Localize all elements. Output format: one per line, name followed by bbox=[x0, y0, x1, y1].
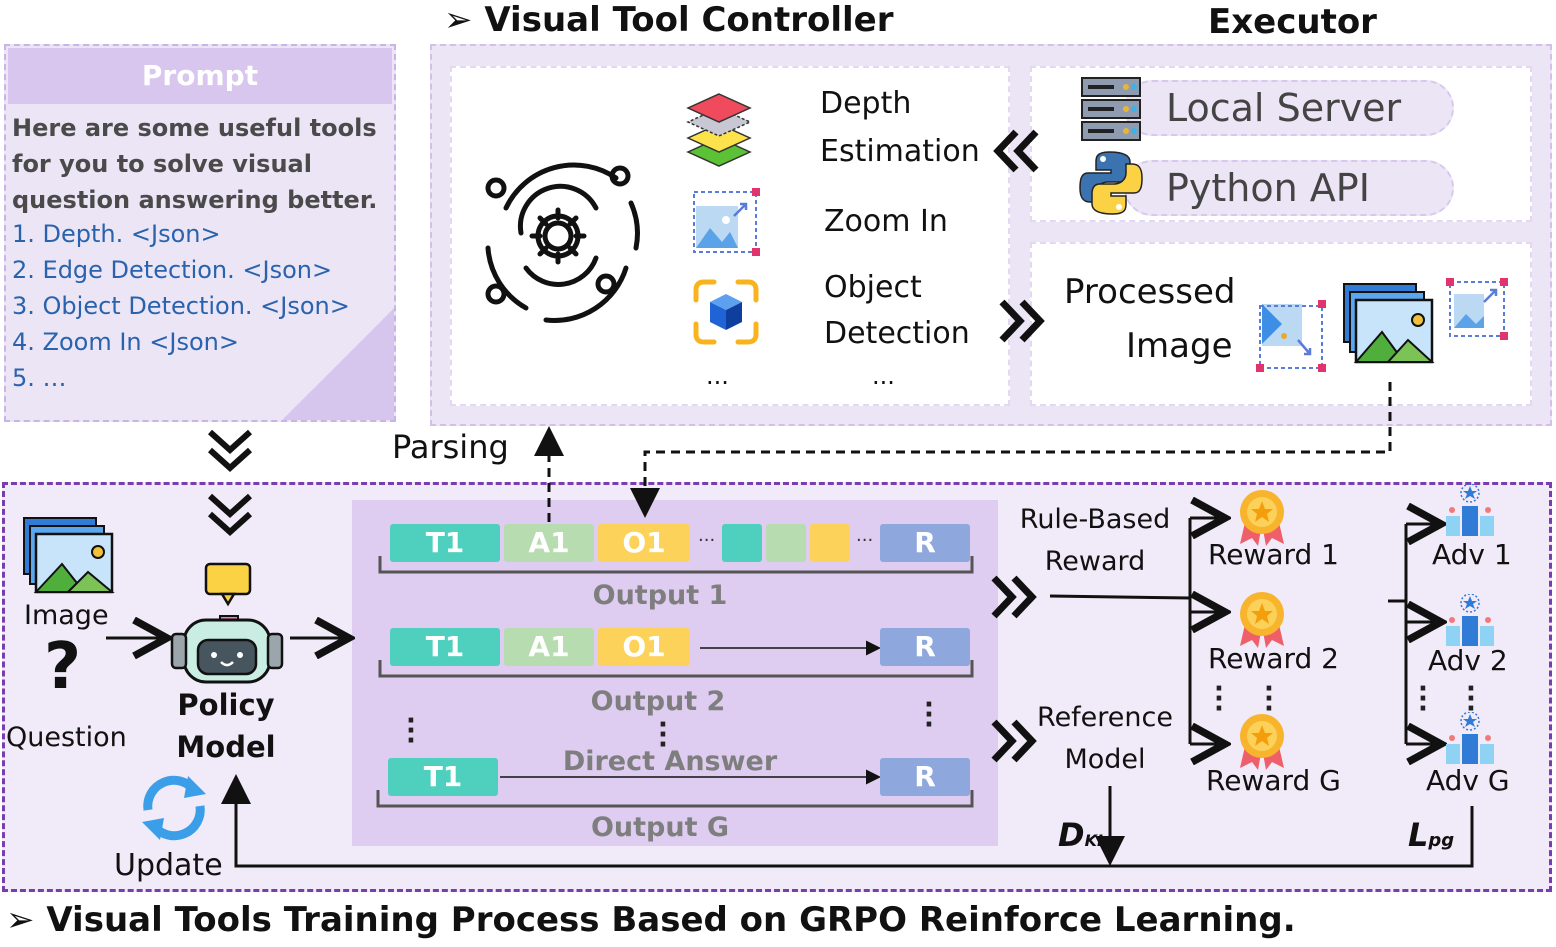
row1-ellipsis-b: ··· bbox=[856, 530, 874, 551]
more-tools-label-dots: ... bbox=[872, 362, 895, 390]
prompt-item-depth: 1. Depth. <Json> bbox=[12, 220, 221, 248]
vertical-dots: ··· bbox=[924, 690, 934, 740]
podium-icon bbox=[1446, 712, 1494, 764]
chevron-double-down-icon bbox=[207, 429, 253, 537]
policy-label-line2: Model bbox=[176, 730, 276, 764]
vertical-dots: ··· bbox=[1264, 674, 1274, 724]
python-api-pill: Python API bbox=[1124, 160, 1454, 216]
depth-label-line2: Estimation bbox=[820, 134, 980, 169]
reference-model-line1: Reference bbox=[1037, 702, 1173, 733]
medal-icon bbox=[1240, 490, 1284, 546]
vertical-dots: ··· bbox=[1214, 674, 1224, 724]
question-mark-icon: ? bbox=[44, 630, 82, 704]
gear-orbit-icon bbox=[485, 162, 640, 323]
medal-icon bbox=[1240, 592, 1284, 648]
token-observation: O1 bbox=[598, 524, 690, 562]
zoom-label: Zoom In bbox=[824, 204, 948, 239]
input-image-icon bbox=[23, 517, 115, 594]
reward-2-label: Reward 2 bbox=[1208, 642, 1339, 675]
image-label: Image bbox=[24, 600, 109, 631]
parsing-label: Parsing bbox=[392, 428, 509, 466]
token-think: T1 bbox=[390, 524, 500, 562]
more-tools-icon-dots: ... bbox=[706, 362, 729, 390]
token-think-small bbox=[722, 524, 762, 562]
server-icon bbox=[1081, 77, 1141, 141]
prompt-header: Prompt bbox=[8, 48, 392, 104]
local-server-pill: Local Server bbox=[1124, 80, 1454, 136]
adv-1-label: Adv 1 bbox=[1432, 538, 1512, 571]
token-think: T1 bbox=[388, 758, 498, 796]
reference-model-line2: Model bbox=[1064, 744, 1146, 775]
vertical-dots: ··· bbox=[406, 706, 416, 756]
python-api-label: Python API bbox=[1166, 166, 1370, 210]
rule-reward-line1: Rule-Based bbox=[1019, 504, 1171, 535]
depth-label-line1: Depth bbox=[820, 86, 912, 121]
kl-divergence-label: DKL bbox=[1058, 816, 1108, 854]
refresh-icon bbox=[142, 775, 206, 841]
prompt-page-fold bbox=[282, 308, 394, 420]
output-1-label: Output 1 bbox=[592, 580, 728, 611]
zoom-frame-small-icon bbox=[1256, 300, 1326, 372]
output-2-label: Output 2 bbox=[590, 686, 726, 717]
object-label-line1: Object bbox=[824, 270, 922, 305]
executor-title: Executor bbox=[1208, 2, 1377, 42]
token-result: R bbox=[880, 628, 970, 666]
question-label: Question bbox=[6, 722, 127, 753]
layers-icon bbox=[686, 93, 752, 167]
adv-g-label: Adv G bbox=[1426, 764, 1510, 797]
token-observation-small bbox=[810, 524, 850, 562]
chevron-double-right-icon bbox=[991, 719, 1037, 763]
processed-label-line2: Image bbox=[1126, 326, 1233, 366]
object-label-line2: Detection bbox=[824, 316, 970, 351]
prompt-intro: Here are some useful tools for you to so… bbox=[12, 114, 378, 214]
token-observation: O1 bbox=[598, 628, 690, 666]
podium-icon bbox=[1446, 484, 1494, 536]
prompt-item-zoom: 4. Zoom In <Json> bbox=[12, 328, 239, 356]
prompt-item-object: 3. Object Detection. <Json> bbox=[12, 292, 350, 320]
training-process-title: ➢ Visual Tools Training Process Based on… bbox=[6, 900, 1296, 940]
zoom-frame-icon bbox=[693, 188, 760, 256]
podium-icon bbox=[1446, 594, 1494, 646]
vertical-dots: ··· bbox=[658, 710, 668, 760]
vertical-dots: ··· bbox=[1466, 674, 1476, 724]
local-server-label: Local Server bbox=[1166, 86, 1402, 130]
medal-icon bbox=[1240, 714, 1284, 770]
row1-ellipsis-a: ··· bbox=[698, 530, 716, 551]
cube-detect-icon bbox=[693, 279, 759, 345]
prompt-item-edge: 2. Edge Detection. <Json> bbox=[12, 256, 333, 284]
rule-reward-line2: Reward bbox=[1044, 546, 1146, 577]
chevron-double-right-icon bbox=[991, 575, 1037, 619]
token-action: A1 bbox=[504, 524, 594, 562]
reward-g-label: Reward G bbox=[1206, 764, 1341, 797]
token-think: T1 bbox=[390, 628, 500, 666]
processed-label-line1: Processed bbox=[1064, 272, 1236, 312]
update-label: Update bbox=[114, 848, 223, 883]
robot-icon bbox=[170, 562, 284, 684]
vertical-dots: ··· bbox=[1418, 674, 1428, 724]
token-result: R bbox=[880, 524, 970, 562]
token-action: A1 bbox=[504, 628, 594, 666]
token-result: R bbox=[880, 758, 970, 796]
adv-2-label: Adv 2 bbox=[1428, 644, 1508, 677]
image-stack-icon bbox=[1343, 283, 1435, 364]
controller-title: ➢ Visual Tool Controller bbox=[444, 0, 894, 40]
direct-answer-label: Direct Answer bbox=[562, 746, 778, 777]
chevron-double-right-icon bbox=[999, 299, 1045, 343]
python-icon bbox=[1079, 151, 1143, 215]
prompt-item-more: 5. … bbox=[12, 364, 67, 392]
chevron-double-left-icon bbox=[993, 129, 1039, 173]
reward-1-label: Reward 1 bbox=[1208, 538, 1339, 571]
zoom-out-frame-icon bbox=[1446, 278, 1508, 340]
policy-label-line1: Policy bbox=[177, 688, 275, 722]
output-g-label: Output G bbox=[590, 812, 730, 843]
policy-gradient-loss-label: Lpg bbox=[1408, 816, 1455, 854]
token-action-small bbox=[766, 524, 806, 562]
